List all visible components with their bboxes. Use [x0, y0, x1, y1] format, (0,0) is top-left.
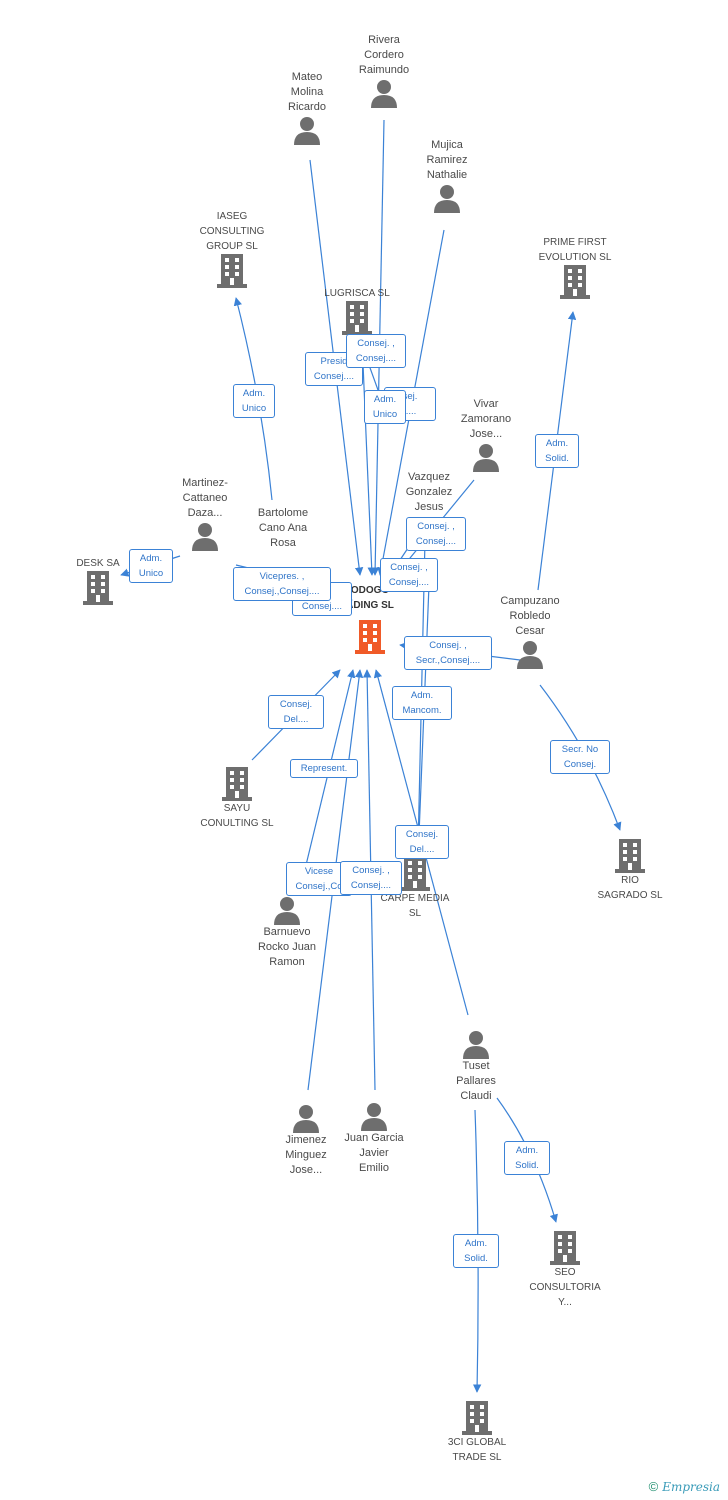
node-mujica-ramirez-nathalie[interactable]: Mujica Ramirez Nathalie [387, 138, 507, 213]
node-label: Tuset Pallares Claudi [456, 1060, 496, 1102]
node-jimenez-minguez-jose[interactable]: Jimenez Minguez Jose... [246, 1103, 366, 1178]
node-label: DESK SA [76, 558, 120, 569]
node-carpe-media[interactable]: CARPE MEDIA SL [355, 857, 475, 921]
building-icon [550, 1231, 580, 1265]
node-label: Juan Garcia Javier Emilio [344, 1132, 404, 1174]
node-barnuevo-rocko-juan-ramon[interactable]: Barnuevo Rocko Juan Ramon [227, 895, 347, 970]
footer-brand[interactable]: ©Empresia [649, 1479, 720, 1494]
edge-label-lugrisca[interactable]: Consej. , Consej.... [346, 334, 406, 368]
node-juan-garcia-javier-emilio[interactable]: Juan Garcia Javier Emilio [314, 1101, 434, 1176]
edge-label-adm-solid-prime[interactable]: Adm. Solid. [535, 434, 579, 468]
node-label: Mateo Molina Ricardo [288, 71, 326, 113]
building-icon [615, 839, 645, 873]
edge-label-vivar[interactable]: Consej. , Consej.... [406, 517, 466, 551]
node-label: Barnuevo Rocko Juan Ramon [257, 926, 317, 968]
node-label: SEO CONSULTORIA Y... [529, 1267, 601, 1308]
edge-label-adm-unico-desk[interactable]: Adm. Unico [129, 549, 173, 583]
edge-barnuevo-main [299, 669, 356, 891]
node-lugrisca[interactable]: LUGRISCA SL [297, 286, 417, 335]
edge-label-represent[interactable]: Represent. [290, 759, 358, 778]
node-main-company[interactable]: ODOGO ADING SL [310, 583, 430, 655]
edge-label-rio[interactable]: Secr. No Consej. [550, 740, 610, 774]
node-label: Rivera Cordero Raimundo [358, 34, 410, 76]
building-icon [355, 619, 385, 655]
edge-label-sayu[interactable]: Consej. Del.... [268, 695, 324, 729]
node-desk-sa[interactable]: DESK SA [38, 556, 158, 605]
node-iaseg-consulting-group[interactable]: IASEG CONSULTING GROUP SL [172, 209, 292, 288]
edge-label-vazquez[interactable]: Consej. , Consej.... [380, 558, 438, 592]
building-icon [83, 571, 113, 605]
building-icon [462, 1401, 492, 1435]
node-vazquez-gonzalez-jesus[interactable]: Vazquez Gonzalez Jesus [369, 470, 489, 515]
edge-label-campuzano[interactable]: Consej. , Secr.,Consej.... [404, 636, 492, 670]
node-rio-sagrado[interactable]: RIO SAGRADO SL [570, 839, 690, 903]
edge-label-adm-solid-3ci[interactable]: Adm. Solid. [453, 1234, 499, 1268]
building-icon [560, 265, 590, 299]
node-label: CARPE MEDIA SL [380, 893, 450, 919]
person-icon [359, 1101, 389, 1131]
node-prime-first-evolution[interactable]: PRIME FIRST EVOLUTION SL [515, 235, 635, 299]
node-label: SAYU CONULTING SL [200, 803, 274, 829]
node-campuzano-robledo-cesar[interactable]: Campuzano Robledo Cesar [470, 594, 590, 669]
edge-label-adm-solid-seo[interactable]: Adm. Solid. [504, 1141, 550, 1175]
node-seo-consultoria[interactable]: SEO CONSULTORIA Y... [505, 1231, 625, 1310]
edge-lugrisca-main [361, 339, 376, 576]
node-label: IASEG CONSULTING GROUP SL [199, 211, 265, 252]
node-rivera-cordero-raimundo[interactable]: Rivera Cordero Raimundo [324, 33, 444, 108]
node-label: Mujica Ramirez Nathalie [426, 139, 468, 181]
building-icon [217, 254, 247, 288]
person-icon [190, 521, 220, 551]
edge-label-adm-unico-iaseg[interactable]: Adm. Unico [233, 384, 275, 418]
node-label: ODOGO ADING SL [346, 585, 394, 611]
edge-label-adm-mancom[interactable]: Adm. Mancom. [392, 686, 452, 720]
node-label: Martinez- Cattaneo Daza... [182, 477, 228, 519]
node-label: Vivar Zamorano Jose... [460, 398, 512, 440]
node-label: RIO SAGRADO SL [597, 875, 663, 901]
node-vivar-zamorano-jose[interactable]: Vivar Zamorano Jose... [426, 397, 546, 472]
building-icon [342, 301, 372, 335]
person-icon [272, 895, 302, 925]
node-sayu-conulting[interactable]: SAYU CONULTING SL [177, 767, 297, 831]
person-icon [515, 639, 545, 669]
node-tuset-pallares-claudi[interactable]: Tuset Pallares Claudi [416, 1029, 536, 1104]
node-bartolome-cano-ana-rosa[interactable]: Bartolome Cano Ana Rosa [223, 506, 343, 551]
node-label: Bartolome Cano Ana Rosa [257, 507, 309, 549]
node-label: Jimenez Minguez Jose... [285, 1134, 327, 1176]
node-mateo-molina-ricardo[interactable]: Mateo Molina Ricardo [247, 70, 367, 145]
person-icon [461, 1029, 491, 1059]
person-icon [432, 183, 462, 213]
copyright-icon: © [648, 1479, 659, 1494]
building-icon [222, 767, 252, 801]
edge-label-vicese[interactable]: Vicese Consej.,Co [286, 862, 352, 896]
edge-label-carpe[interactable]: Consej. Del.... [395, 825, 449, 859]
node-3ci-global-trade[interactable]: 3CI GLOBAL TRADE SL [417, 1401, 537, 1465]
person-icon [471, 442, 501, 472]
node-label: Campuzano Robledo Cesar [500, 595, 560, 637]
node-label: PRIME FIRST EVOLUTION SL [538, 237, 612, 263]
node-label: Vazquez Gonzalez Jesus [405, 471, 453, 513]
node-martinez-cattaneo-daza[interactable]: Martinez- Cattaneo Daza... [145, 476, 265, 551]
node-label: LUGRISCA SL [324, 288, 390, 299]
person-icon [369, 78, 399, 108]
edge-label-vicepres[interactable]: Vicepres. , Consej.,Consej.... [233, 567, 331, 601]
building-icon [400, 857, 430, 891]
brand-logo: Empresia [662, 1480, 720, 1494]
person-icon [292, 115, 322, 145]
node-label: 3CI GLOBAL TRADE SL [447, 1437, 507, 1463]
edge-label-adm-unico-lugrisca[interactable]: Adm. Unico [364, 390, 406, 424]
edge-label-juan[interactable]: Consej. , Consej.... [340, 861, 402, 895]
